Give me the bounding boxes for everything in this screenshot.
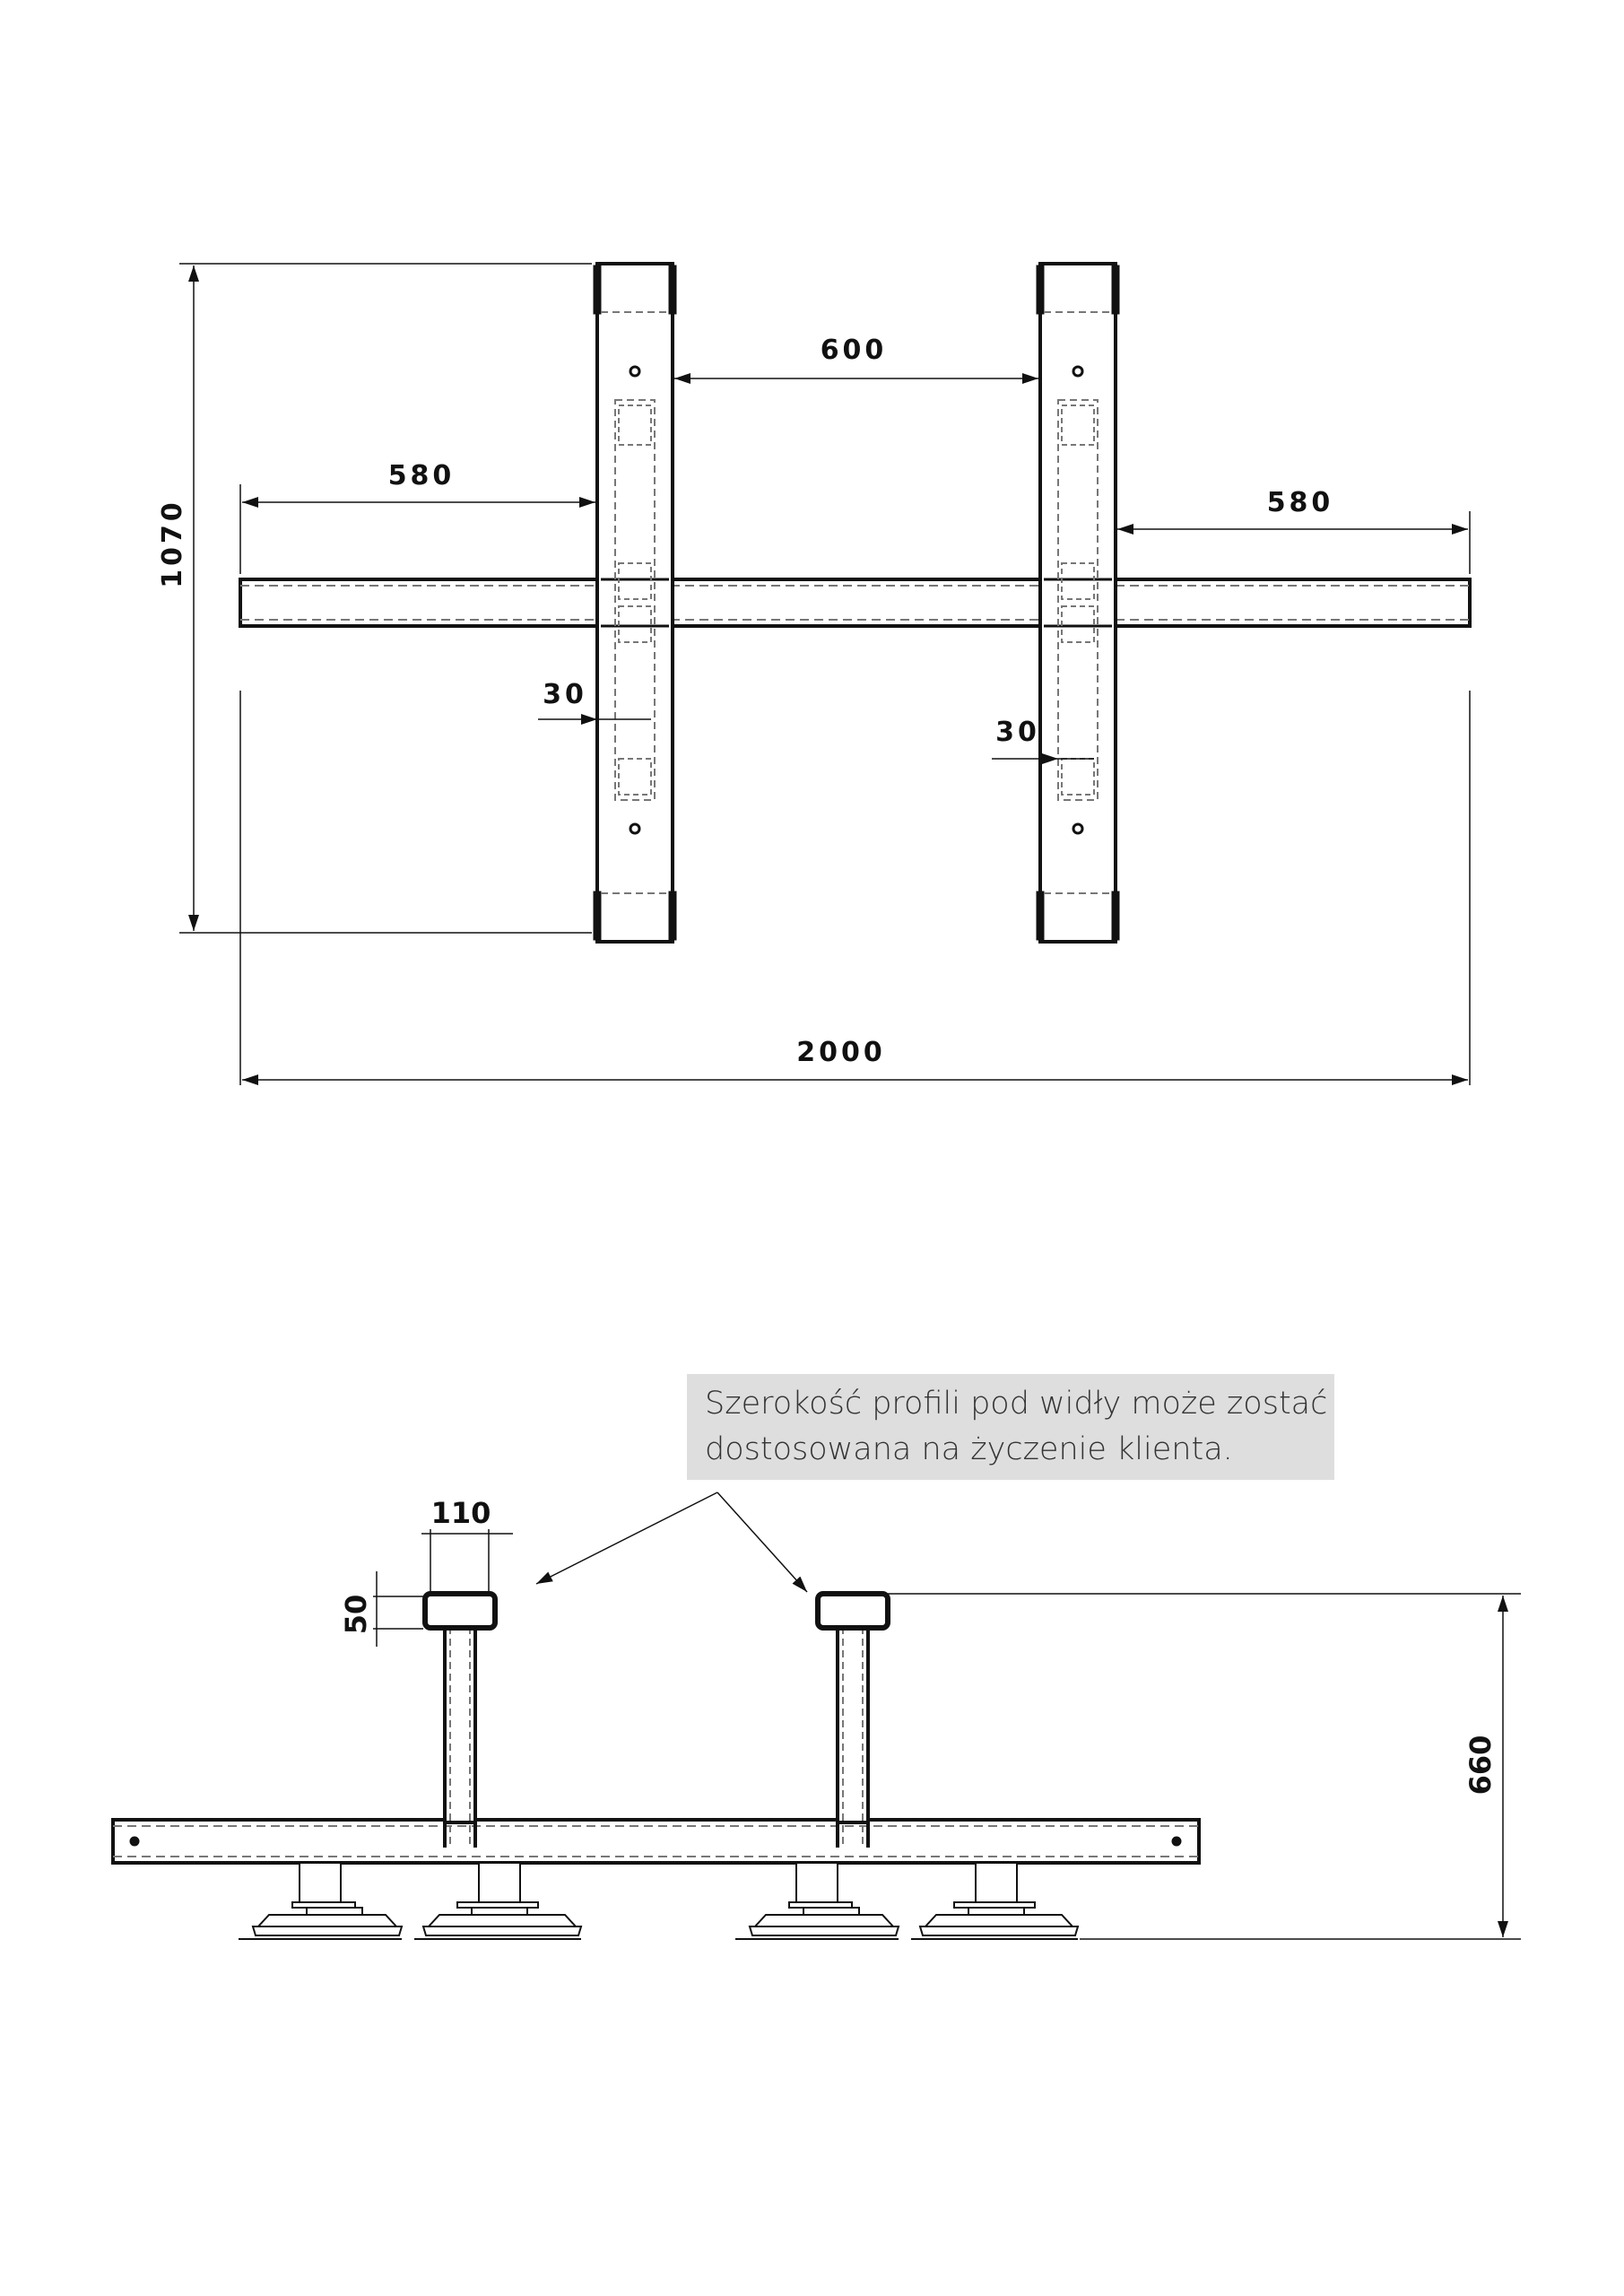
- foot-1: [239, 1862, 404, 1940]
- label-profile-height: 50: [339, 1595, 373, 1635]
- dim-right-overhang: [1117, 511, 1471, 574]
- right-post: [815, 1591, 890, 1848]
- label-total-height: 660: [1463, 1735, 1498, 1796]
- label-height: 1070: [157, 499, 188, 588]
- left-post: [422, 1591, 498, 1848]
- left-upright: [593, 262, 677, 944]
- dim-left-overhang: [239, 484, 595, 574]
- note-line-1: Szerokość profili pod widły może zostać: [705, 1386, 1328, 1422]
- callout-arrows: [535, 1492, 808, 1593]
- label-right-overhang: 580: [1267, 487, 1334, 518]
- label-left-offset: 30: [543, 679, 587, 710]
- side-view: [111, 1492, 1521, 1940]
- foot-2: [414, 1862, 583, 1940]
- foot-4: [911, 1862, 1080, 1940]
- horizontal-beam: [239, 578, 1472, 628]
- label-left-overhang: 580: [388, 460, 456, 491]
- label-gap: 600: [821, 335, 888, 366]
- label-right-offset: 30: [995, 717, 1040, 748]
- dim-profile-height: [373, 1571, 423, 1647]
- foot-3: [735, 1862, 900, 1940]
- label-profile-width: 110: [431, 1496, 491, 1530]
- dim-profile-width: [421, 1529, 513, 1591]
- top-view: [179, 262, 1472, 1085]
- note-line-2: dostosowana na życzenie klienta.: [705, 1431, 1233, 1467]
- dim-overall-length: [239, 691, 1471, 1085]
- dim-total-height: [888, 1593, 1521, 1940]
- customization-note: Szerokość profili pod widły może zostać …: [687, 1374, 1334, 1480]
- label-overall-length: 2000: [796, 1037, 886, 1068]
- right-upright: [1036, 262, 1120, 944]
- dim-height: [179, 263, 592, 934]
